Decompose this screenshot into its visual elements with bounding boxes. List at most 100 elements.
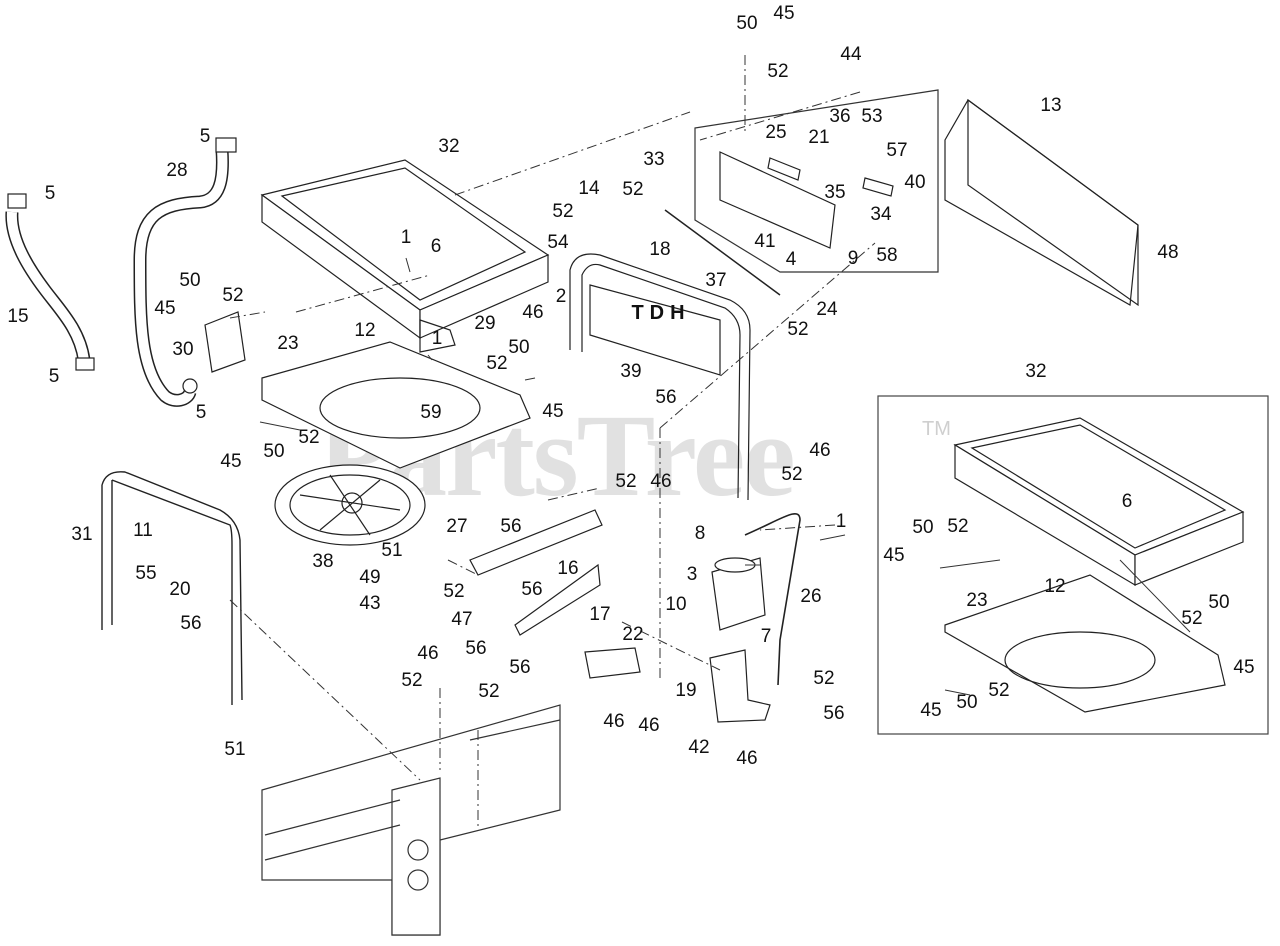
leader-lines-solid bbox=[259, 257, 1191, 696]
callout: 59 bbox=[420, 402, 442, 423]
callout: 52 bbox=[222, 285, 244, 306]
callout: 52 bbox=[622, 179, 644, 200]
callout: 52 bbox=[781, 464, 803, 485]
callout: 52 bbox=[401, 670, 423, 691]
callout: 55 bbox=[135, 563, 157, 584]
chassis bbox=[261, 704, 561, 936]
callout: 50 bbox=[1208, 592, 1230, 613]
callout: 11 bbox=[133, 520, 153, 541]
callout: 32 bbox=[438, 136, 460, 157]
bracket-17 bbox=[514, 563, 601, 636]
callout: 28 bbox=[166, 160, 188, 181]
callout: 12 bbox=[1044, 576, 1066, 597]
callout: 52 bbox=[478, 681, 500, 702]
rollbar-39 bbox=[569, 253, 751, 501]
callout: 1 bbox=[431, 328, 443, 349]
callout: 23 bbox=[966, 590, 988, 611]
callout: 45 bbox=[220, 451, 242, 472]
callout: 52 bbox=[298, 427, 320, 448]
callout: 45 bbox=[920, 700, 942, 721]
callout: 56 bbox=[465, 638, 487, 659]
callout: 40 bbox=[904, 172, 926, 193]
panel-13 bbox=[944, 98, 1139, 307]
callout: 36 bbox=[829, 106, 851, 127]
inset-box-radiator bbox=[877, 395, 1269, 735]
callout: 12 bbox=[354, 320, 376, 341]
mount-plate-30 bbox=[204, 311, 246, 373]
callout: 8 bbox=[694, 523, 706, 544]
callout: 48 bbox=[1157, 242, 1179, 263]
callout: 14 bbox=[578, 178, 600, 199]
callout: 7 bbox=[760, 626, 772, 647]
callout: 21 bbox=[808, 127, 830, 148]
callout: 46 bbox=[603, 711, 625, 732]
callout: 24 bbox=[816, 299, 838, 320]
bracket-16 bbox=[469, 509, 603, 576]
tube-26 bbox=[744, 513, 801, 686]
callout: 31 bbox=[71, 524, 93, 545]
callout: 29 bbox=[474, 313, 496, 334]
callout: 18 bbox=[649, 239, 671, 260]
tdh-logo-text: TDH bbox=[631, 302, 691, 324]
callout: 25 bbox=[765, 122, 787, 143]
callout: 52 bbox=[443, 581, 465, 602]
callout: 45 bbox=[883, 545, 905, 566]
callout: 52 bbox=[988, 680, 1010, 701]
callout: 5 bbox=[44, 183, 56, 204]
callout: 52 bbox=[813, 668, 835, 689]
callout: 6 bbox=[1121, 491, 1133, 512]
callout: 41 bbox=[754, 231, 776, 252]
inset-box-bracket bbox=[694, 89, 939, 273]
bracket-34 bbox=[719, 151, 836, 249]
fan-38 bbox=[274, 464, 426, 546]
callout: 46 bbox=[736, 748, 758, 769]
callout: 38 bbox=[312, 551, 334, 572]
rollbar-31 bbox=[101, 471, 243, 705]
callout: 45 bbox=[773, 3, 795, 24]
bracket-22 bbox=[584, 647, 641, 679]
hose-clamp-5a bbox=[7, 193, 27, 209]
rod-18 bbox=[664, 209, 781, 296]
callout: 51 bbox=[381, 540, 403, 561]
callout: 17 bbox=[589, 604, 611, 625]
callout: 56 bbox=[509, 657, 531, 678]
callout: 57 bbox=[886, 140, 908, 161]
callout: 46 bbox=[638, 715, 660, 736]
callout: 49 bbox=[359, 567, 381, 588]
callout: 46 bbox=[522, 302, 544, 323]
callout: 56 bbox=[500, 516, 522, 537]
callout: 30 bbox=[172, 339, 194, 360]
callout: 15 bbox=[7, 306, 29, 327]
callout: 5 bbox=[48, 366, 60, 387]
callout: 20 bbox=[169, 579, 191, 600]
hose-clamp-5b bbox=[75, 357, 95, 371]
callout: 33 bbox=[643, 149, 665, 170]
callout: 53 bbox=[861, 106, 883, 127]
label-25 bbox=[767, 157, 801, 181]
callout: 50 bbox=[912, 517, 934, 538]
callout: 50 bbox=[736, 13, 758, 34]
callout: 35 bbox=[824, 182, 846, 203]
callout: 16 bbox=[557, 558, 579, 579]
hose-clamp-5c bbox=[215, 137, 237, 153]
callout: 45 bbox=[542, 401, 564, 422]
callout: 2 bbox=[555, 286, 567, 307]
callout: 23 bbox=[277, 333, 299, 354]
callout: 46 bbox=[650, 471, 672, 492]
callout: 5 bbox=[195, 402, 207, 423]
callout: 47 bbox=[451, 609, 473, 630]
callout: 45 bbox=[1233, 657, 1255, 678]
callout: 6 bbox=[430, 236, 442, 257]
watermark-trademark: TM bbox=[922, 418, 951, 440]
fan-shroud-23-inset bbox=[944, 574, 1226, 713]
callout: 56 bbox=[521, 579, 543, 600]
callout: 22 bbox=[622, 624, 644, 645]
callout: 50 bbox=[263, 441, 285, 462]
callout: 54 bbox=[547, 232, 569, 253]
callout: 37 bbox=[705, 270, 727, 291]
callout: 9 bbox=[847, 248, 859, 269]
label-40 bbox=[862, 177, 894, 197]
callout: 13 bbox=[1040, 95, 1062, 116]
